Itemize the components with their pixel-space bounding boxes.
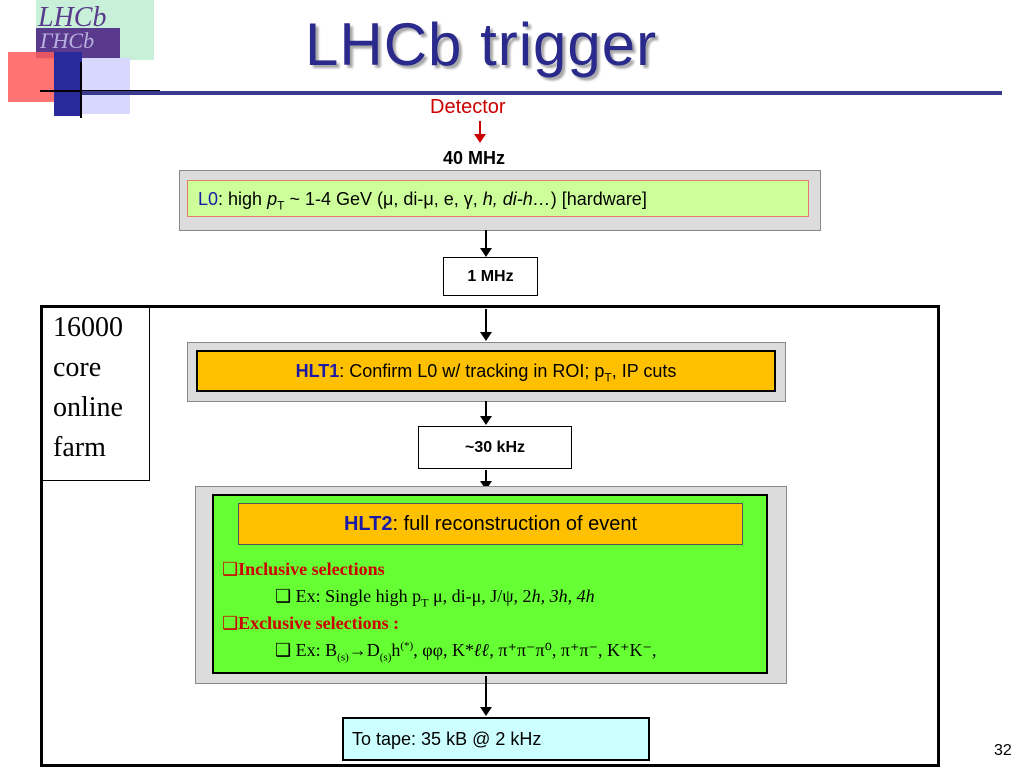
exclusive-ex-e: , π⁺π⁻π⁰, π⁺π⁻, K⁺K⁻, <box>489 640 657 660</box>
exclusive-ex-b: D <box>366 640 380 660</box>
farm-label-line: farm <box>53 432 106 463</box>
inclusive-ex-italic: h, 3h, 4h <box>531 586 595 606</box>
detector-label: Detector <box>430 96 506 118</box>
l0-name: L0 <box>198 189 219 209</box>
l0-rest: ~ 1-4 GeV (μ, di-μ, e, γ, <box>284 189 483 209</box>
exclusive-ex-d: , φφ, K* <box>413 640 474 660</box>
l0-rest-italic: h, di-h… <box>482 189 551 209</box>
slide-title: LHCb trigger <box>305 11 658 78</box>
arrow-to-hlt1 <box>480 309 492 341</box>
farm-label-line: online <box>53 392 123 423</box>
arrow-to-tape <box>480 676 492 716</box>
hlt1-tail: , IP cuts <box>611 361 677 381</box>
farm-label: 16000 core online farm <box>42 307 150 481</box>
inclusive-ex-sub: T <box>421 595 429 610</box>
hlt1-box: HLT1: Confirm L0 w/ tracking in ROI; pT,… <box>196 350 776 392</box>
farm-label-line: core <box>53 352 102 383</box>
l0-text: : high <box>218 189 268 209</box>
inclusive-ex-b: μ, di-μ, J/ψ, 2 <box>428 586 532 606</box>
exclusive-ex-ll: ℓℓ <box>473 640 490 660</box>
arrow-l0-down <box>480 230 492 257</box>
exclusive-ex-sub1: (s) <box>337 651 349 664</box>
hlt2-name: HLT2 <box>343 513 393 535</box>
exclusive-ex-a: Ex: B <box>295 640 338 660</box>
checkbox-icon: ❑ <box>222 559 239 579</box>
exclusive-title: ❑Exclusive selections : <box>222 613 399 634</box>
l0-pt: p <box>267 189 278 209</box>
checkbox-icon: ❑ <box>275 640 296 660</box>
rate-40mhz: 40 MHz <box>443 148 506 168</box>
online-farm-frame <box>40 305 940 767</box>
page-number: 32 <box>994 742 1012 759</box>
hlt2-box: HLT2: full reconstruction of event <box>238 503 743 545</box>
checkbox-icon: ❑ <box>275 586 296 606</box>
exclusive-ex-sub2: (s) <box>379 651 392 664</box>
inclusive-example: ❑ Ex: Single high pT μ, di-μ, J/ψ, 2h, 3… <box>275 586 595 611</box>
inclusive-title: ❑Inclusive selections <box>222 559 385 580</box>
hlt1-sub: T <box>604 370 612 385</box>
exclusive-title-text: Exclusive selections : <box>238 613 400 633</box>
hlt1-text: : Confirm L0 w/ tracking in ROI; p <box>339 361 605 381</box>
exclusive-example: ❑ Ex: B(s)→D(s)h(*), φφ, K*ℓℓ, π⁺π⁻π⁰, π… <box>275 640 657 664</box>
hlt2-text: : full reconstruction of event <box>392 513 638 535</box>
hlt1-name: HLT1 <box>295 361 340 381</box>
exclusive-ex-sup: (*) <box>400 640 414 652</box>
inclusive-title-text: Inclusive selections <box>238 559 385 579</box>
lhcb-logo: LHCb ГHCb <box>0 0 160 120</box>
exclusive-ex-c: h <box>391 640 401 660</box>
farm-label-line: 16000 <box>53 312 123 343</box>
l0-tail: ) [hardware] <box>550 189 647 209</box>
logo-text: LHCb <box>38 2 107 33</box>
rate-30khz: ~30 kHz <box>418 426 572 469</box>
right-arrow-icon: → <box>348 640 367 660</box>
arrow-to-hlt2 <box>480 470 492 490</box>
tape-box: To tape: 35 kB @ 2 kHz <box>342 717 650 761</box>
l0-pt-sub: T <box>277 198 285 213</box>
title-underline <box>82 91 1002 95</box>
inclusive-ex-a: Ex: Single high p <box>295 586 422 606</box>
rate-1mhz: 1 MHz <box>443 257 538 296</box>
l0-box: L0: high pT ~ 1-4 GeV (μ, di-μ, e, γ, h,… <box>187 180 809 217</box>
detector-arrow <box>474 121 486 143</box>
checkbox-icon: ❑ <box>222 613 239 633</box>
arrow-hlt1-down <box>480 401 492 425</box>
logo-text-mirror: ГHCb <box>40 28 95 53</box>
